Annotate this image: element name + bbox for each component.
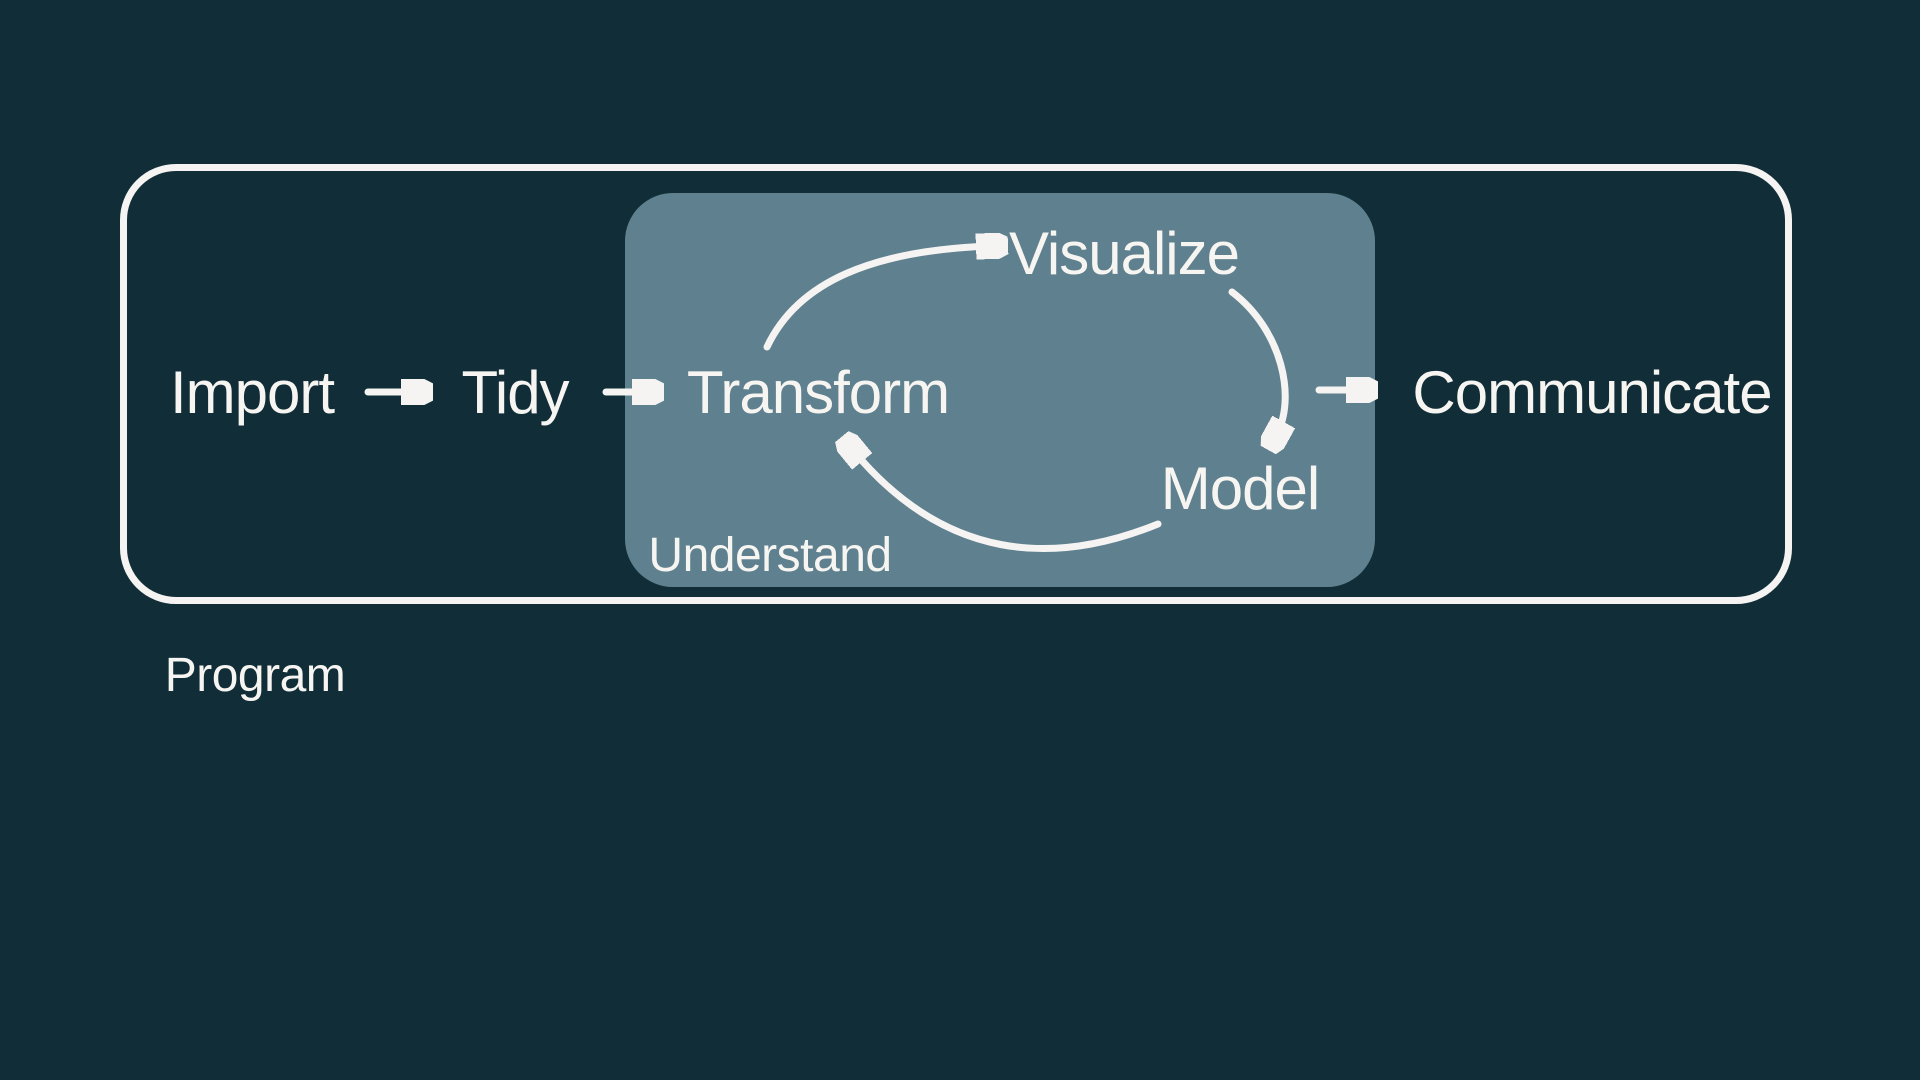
node-model: Model (1160, 455, 1320, 522)
node-communicate: Communicate (1412, 359, 1772, 426)
node-import: Import (169, 359, 335, 426)
node-transform: Transform (686, 359, 950, 426)
program-group-label: Program (164, 649, 346, 702)
node-visualize: Visualize (1008, 220, 1240, 287)
program-group-box (120, 164, 1792, 604)
node-tidy: Tidy (461, 359, 569, 426)
understand-group-label: Understand (648, 529, 892, 582)
